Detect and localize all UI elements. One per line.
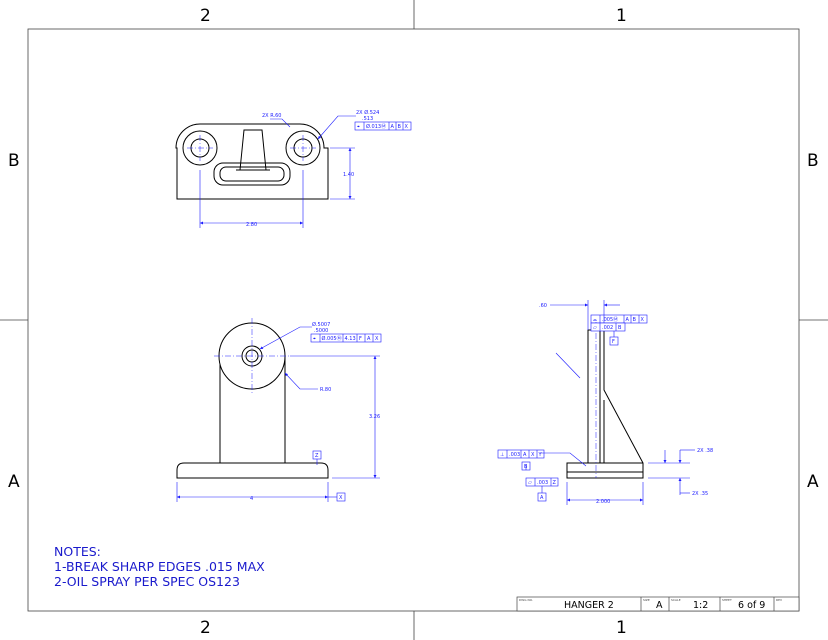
side-top-dim: .60 <box>539 303 547 309</box>
front-hole-line1: Ø.5007 <box>312 321 330 328</box>
side-datum-b: B <box>521 461 531 471</box>
title-block-dwg-label: DWG NO. <box>519 598 533 602</box>
side-view: .60 ⌓ .005Ⓜ A B X ▱ .002 B F <box>497 300 713 505</box>
front-fcf-datum-a: A <box>367 336 371 342</box>
side-datum-a: A <box>537 492 547 502</box>
title-block-scale-label: SCALE <box>671 598 681 602</box>
top-fcf: ⌖ Ø.013Ⓜ A B X <box>354 121 412 131</box>
top-view-outline <box>175 123 329 200</box>
top-fcf-symbol: ⌖ <box>357 124 360 130</box>
side-fcf-perp-symbol: ⊥ <box>500 452 504 458</box>
side-fcf-profile-tolerance: .005Ⓜ <box>602 316 618 323</box>
front-view-outline <box>176 322 329 479</box>
drawing-notes: NOTES: 1-BREAK SHARP EDGES .015 MAX 2-OI… <box>54 544 265 589</box>
side-fcf-flat-bottom-datum: Z <box>553 480 557 486</box>
svg-text:B: B <box>524 464 528 470</box>
zone-label-right-upper: B <box>807 151 819 171</box>
front-radius-dim: R.80 <box>320 387 331 393</box>
side-fcf-perp-datum-x: X <box>531 452 535 458</box>
front-view-centerlines <box>214 318 290 394</box>
zone-label-top-right: 1 <box>616 6 627 26</box>
title-block-size-label: SIZE <box>643 598 650 602</box>
front-width-dim: 4 <box>250 496 253 502</box>
front-height-dim: 3.26 <box>369 414 380 420</box>
top-fcf-datum-b: B <box>398 124 402 130</box>
svg-text:X: X <box>339 495 343 501</box>
zone-label-bottom-left: 2 <box>200 618 211 638</box>
top-height-dim: 1.40 <box>343 172 354 178</box>
side-fcf-flat-bottom-symbol: ▱ <box>528 480 532 486</box>
front-view: Ø.5007 .5000 ⌖ Ø.005Ⓜ 4.13 F A X R.80 3.… <box>176 318 382 502</box>
top-view: 2X R.60 2X Ø.524 .513 ⌖ Ø.013Ⓜ A B X 2.8… <box>175 109 412 228</box>
side-fcf-perp-datum-y: Y <box>538 452 543 458</box>
front-fcf-datum-f: F <box>359 336 362 342</box>
side-thick-dim-upper: 2X .38 <box>697 448 713 454</box>
zone-label-bottom-right: 1 <box>616 618 627 638</box>
side-fcf-flatness: ▱ .002 B <box>590 322 626 332</box>
front-datum-z: Z <box>312 450 322 460</box>
title-block-sheet: 6 of 9 <box>738 600 765 611</box>
side-fcf-flatness-bottom: ▱ .003 Z <box>525 477 559 487</box>
side-fcf-profile-symbol: ⌓ <box>593 317 597 323</box>
svg-text:Z: Z <box>315 453 319 459</box>
side-width-dim: 2.000 <box>596 499 610 505</box>
side-fcf-flat-datum: B <box>618 325 622 331</box>
top-hole-callout-line2: .513 <box>362 116 373 122</box>
zone-label-right-lower: A <box>807 472 819 492</box>
front-datum-x: X <box>336 492 346 502</box>
side-fcf-perp-datum-a: A <box>523 452 527 458</box>
side-datum-f: F <box>609 336 619 346</box>
side-fcf-profile: ⌓ .005Ⓜ A B X <box>590 314 648 324</box>
zone-label-left-upper: B <box>8 151 20 171</box>
side-fcf-perp-tolerance: .003 <box>509 452 520 458</box>
side-fcf-profile-datum-a: A <box>626 317 630 323</box>
side-fcf-perpendicularity: ⊥ .003 A X Y <box>497 449 545 459</box>
top-hole-callout-line1: 2X Ø.524 <box>356 109 379 116</box>
top-view-dimension-lines <box>199 115 356 228</box>
side-fcf-profile-datum-b: B <box>633 317 637 323</box>
side-fcf-flat-tolerance: .002 <box>602 325 613 331</box>
side-view-outline <box>566 329 644 479</box>
notes-title: NOTES: <box>54 544 101 559</box>
side-view-dimension-lines <box>525 300 695 505</box>
svg-text:F: F <box>612 339 615 345</box>
front-fcf-symbol: ⌖ <box>313 336 316 342</box>
zone-label-top-left: 2 <box>200 6 211 26</box>
title-block-scale: 1:2 <box>693 600 708 611</box>
side-fcf-flat-symbol: ▱ <box>593 325 597 331</box>
title-block-rev-label: REV <box>776 598 783 602</box>
svg-text:A: A <box>540 495 544 501</box>
side-thick-dim-lower: 2X .35 <box>692 491 708 497</box>
title-block: DWG NO. HANGER 2 SIZE A SCALE 1:2 SHEET … <box>516 596 800 612</box>
top-fcf-datum-a: A <box>391 124 395 130</box>
top-fcf-datum-x: X <box>405 124 409 130</box>
top-width-dim: 2.80 <box>246 222 257 228</box>
front-fcf-projected: 4.13 <box>345 336 356 342</box>
title-block-sheet-label: SHEET <box>722 598 732 602</box>
top-view-centerlines <box>187 135 316 161</box>
notes-line-1: 1-BREAK SHARP EDGES .015 MAX <box>54 559 265 574</box>
top-radius-callout: 2X R.60 <box>262 113 281 119</box>
front-fcf-datum-x: X <box>375 336 379 342</box>
top-fcf-tolerance: Ø.013Ⓜ <box>366 123 386 130</box>
title-block-dwg-name: HANGER 2 <box>564 600 614 611</box>
side-fcf-flat-bottom-tolerance: .003 <box>537 480 548 486</box>
front-hole-line2: .5000 <box>314 328 328 334</box>
notes-line-2: 2-OIL SPRAY PER SPEC OS123 <box>54 574 240 589</box>
zone-label-left-lower: A <box>8 472 20 492</box>
title-block-size: A <box>656 600 663 611</box>
side-fcf-profile-datum-x: X <box>641 317 645 323</box>
front-view-dimension-lines <box>176 326 380 502</box>
front-fcf-tolerance: Ø.005Ⓜ <box>322 335 342 342</box>
front-fcf: ⌖ Ø.005Ⓜ 4.13 F A X <box>310 333 382 343</box>
